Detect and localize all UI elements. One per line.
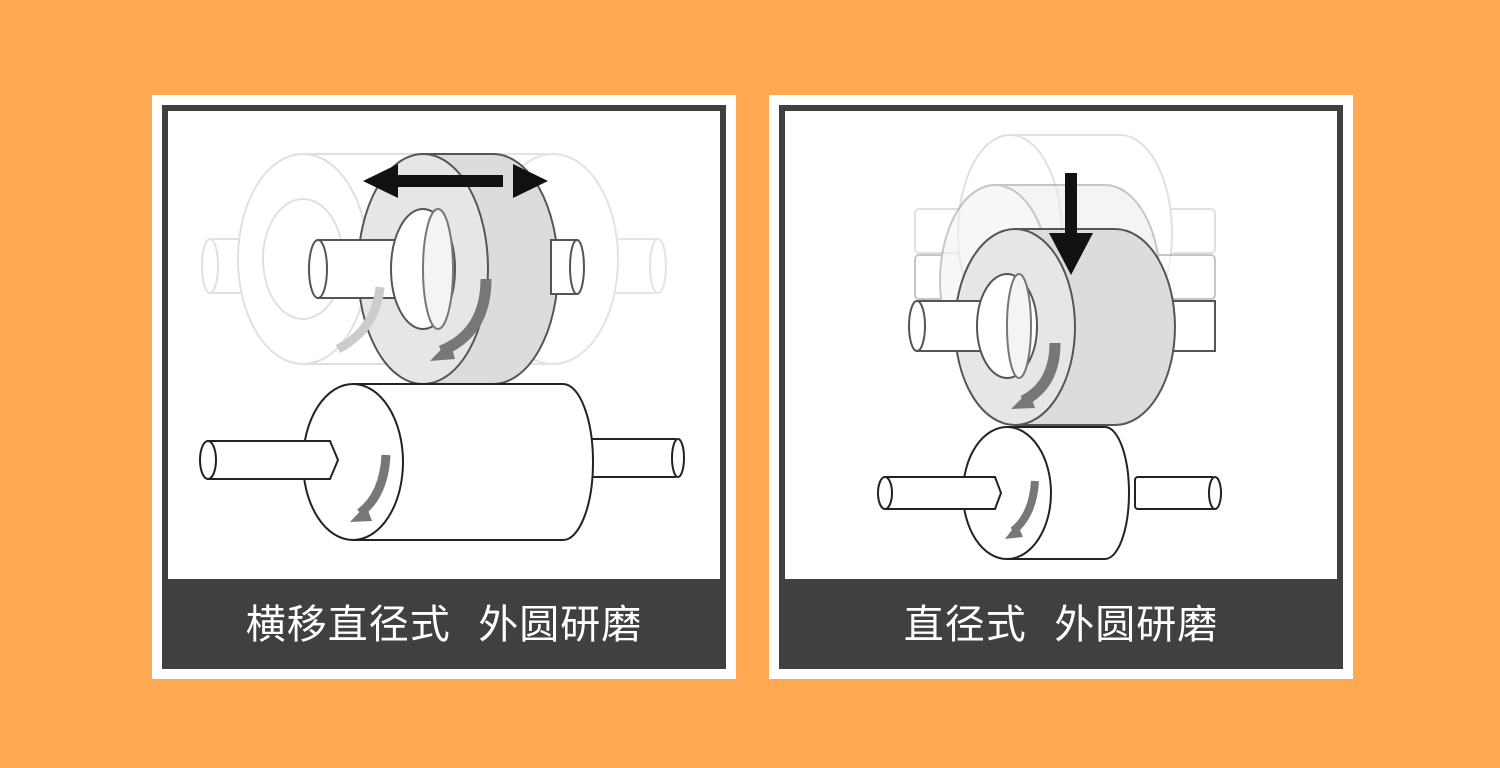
downward-arrow-icon [1049, 173, 1093, 275]
panel-traverse-plunge: 横移直径式 外圆研磨 [152, 95, 736, 679]
ghost-rotation-arrow-icon [335, 286, 385, 353]
plunge-grinding-diagram [877, 134, 1222, 560]
panel-frame: 直径式 外圆研磨 [779, 105, 1343, 669]
workpiece-cylinder [199, 383, 685, 541]
diagram-area [785, 111, 1337, 579]
caption-plunge: 直径式 外圆研磨 [903, 602, 1219, 648]
workpiece-rotation-arrowhead-icon [1005, 523, 1023, 539]
diagram-area [168, 111, 720, 579]
grinding-wheel [908, 228, 1216, 426]
caption-traverse-plunge: 横移直径式 外圆研磨 [245, 602, 643, 648]
panel-frame: 横移直径式 外圆研磨 [162, 105, 726, 669]
traverse-grinding-diagram [199, 153, 685, 541]
panel-plunge: 直径式 外圆研磨 [769, 95, 1353, 679]
rotation-arrowhead-icon [1011, 391, 1035, 409]
horizontal-double-arrow-icon [363, 164, 548, 198]
workpiece-cylinder [877, 426, 1222, 560]
grinding-wheel [308, 153, 585, 385]
rotation-arrowhead-icon [430, 340, 455, 361]
workpiece-rotation-arrowhead-icon [350, 505, 372, 522]
